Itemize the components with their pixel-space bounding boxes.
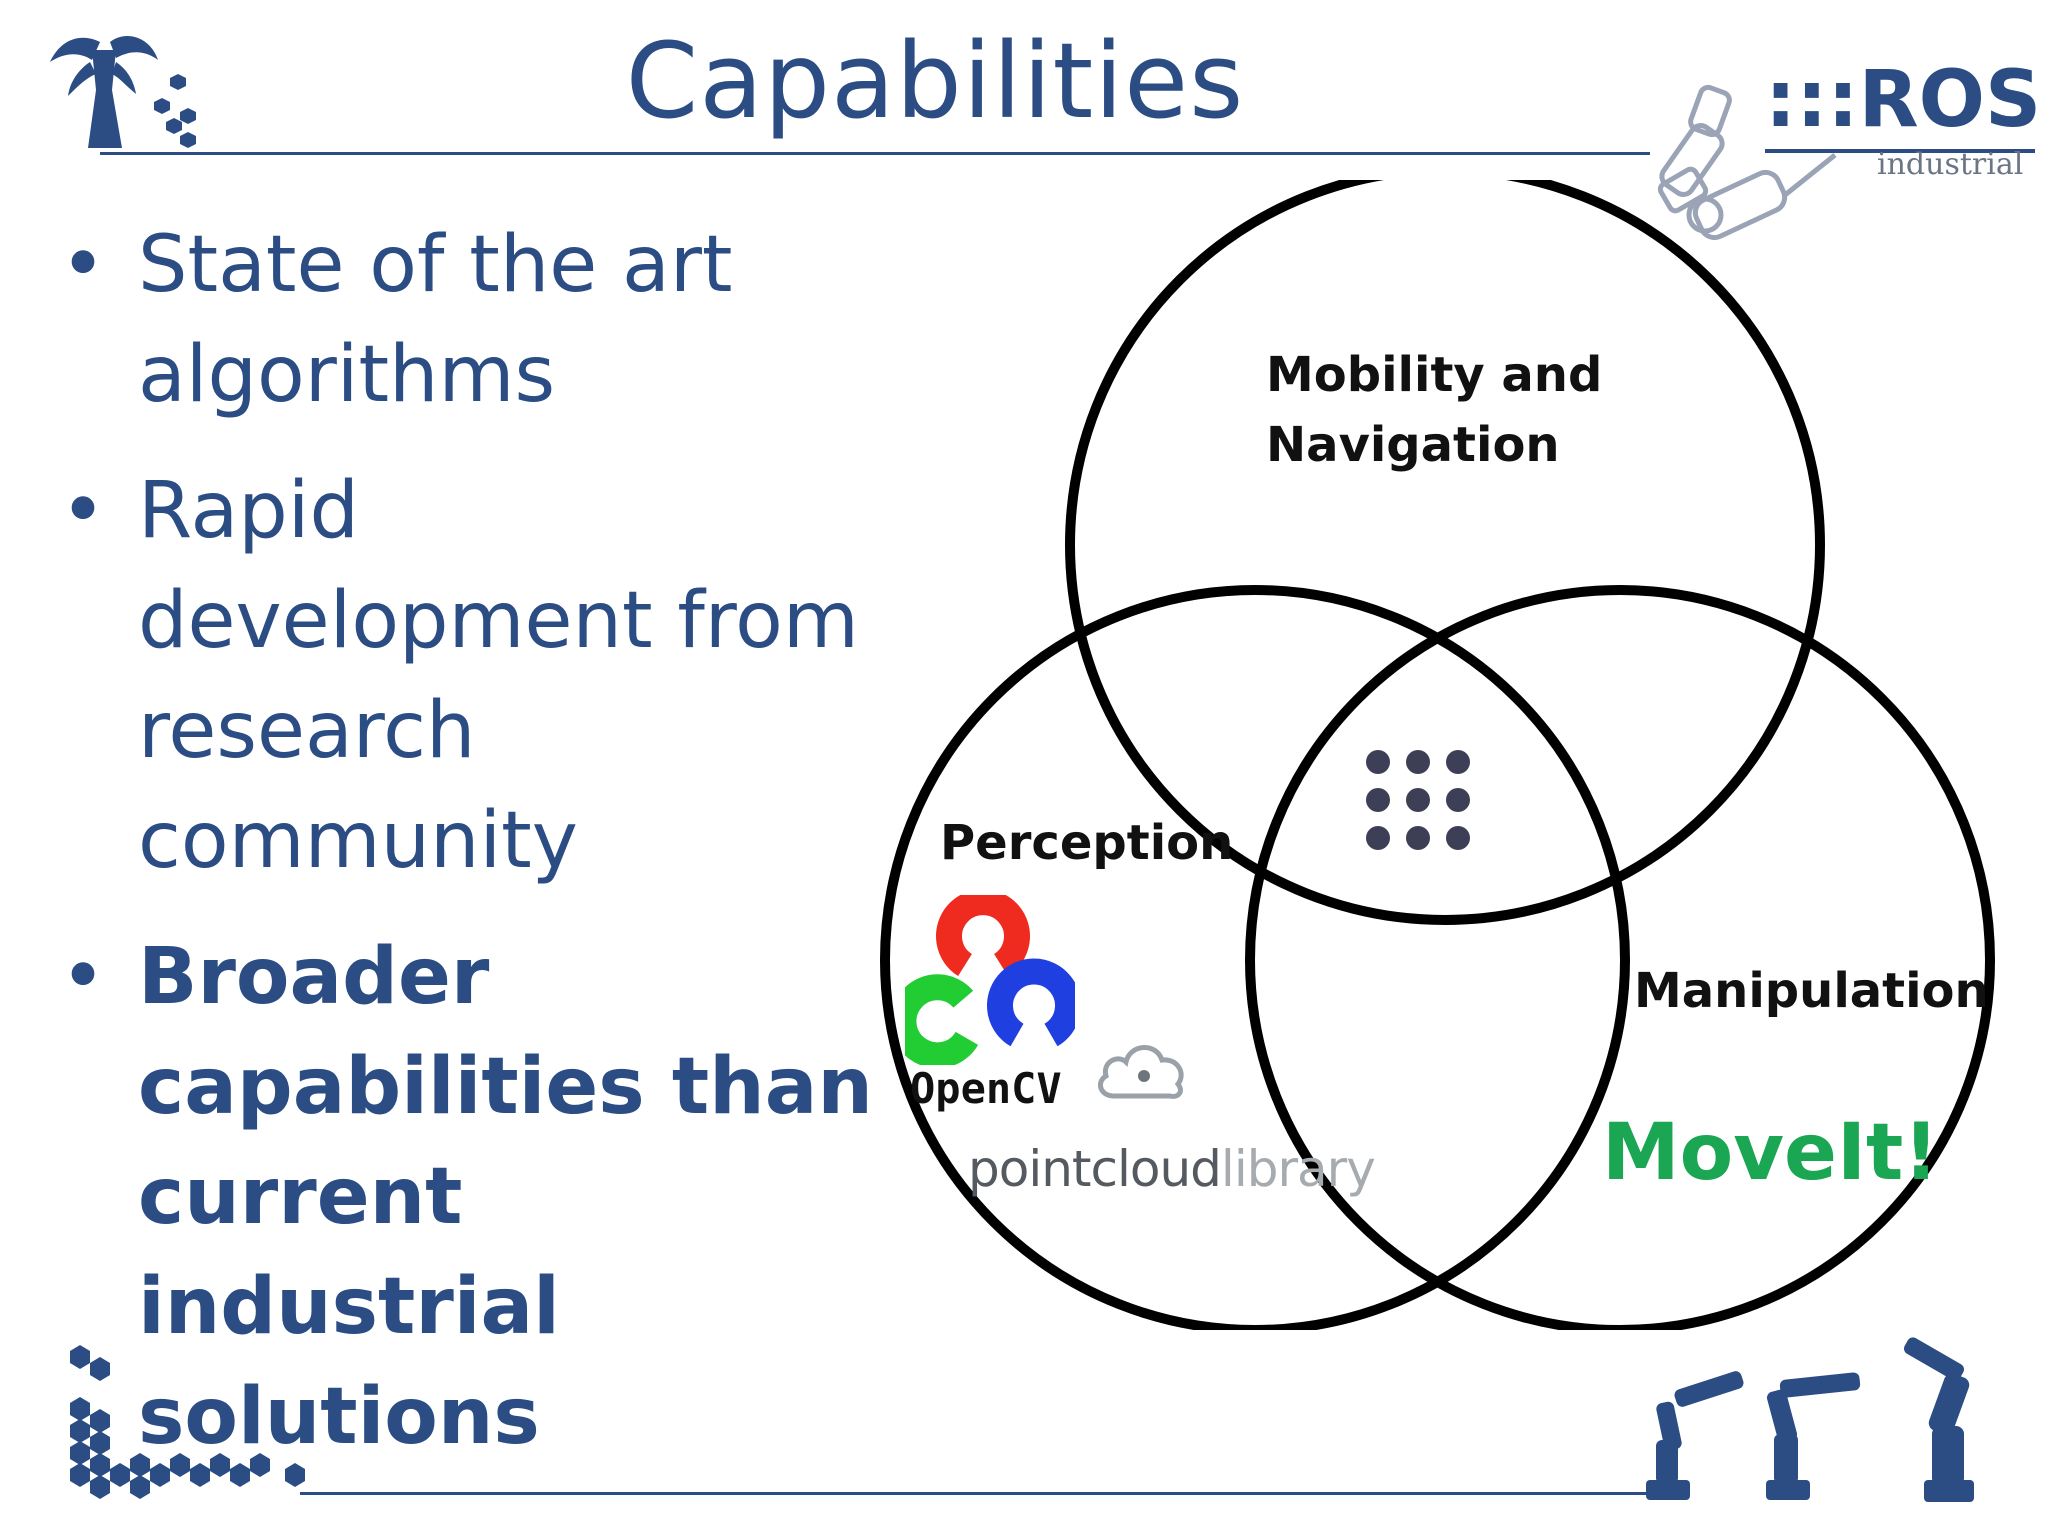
perception-circle [880,585,1630,1330]
ros-underline [1765,149,2035,153]
ros-industrial-logo: :::ROS industrial [1645,55,2041,255]
header-divider [100,152,1650,155]
bullet-dot-icon: • [60,932,107,1022]
mobility-label: Mobility and Navigation [1266,340,1602,480]
pcl-dark-text: pointcloud [968,1140,1222,1198]
manipulation-circle [1245,585,1995,1330]
bullet-text: Broader capabilities than current indust… [138,932,873,1462]
bullet-item: • State of the art algorithms [60,210,880,430]
perception-label: Perception [940,815,1234,871]
mobility-label-line2: Navigation [1266,417,1560,473]
bullet-dot-icon: • [60,466,107,556]
pcl-light-text: library [1220,1140,1376,1198]
hex-cluster-icon [70,1345,305,1499]
bullet-text: Rapid development from research communit… [138,466,859,886]
moveit-logo: MoveIt! [1602,1108,1939,1198]
industrial-robots-icon [1646,1337,1974,1502]
bullet-item: • Rapid development from research communi… [60,456,880,896]
opencv-label: OpenCV [910,1064,1062,1113]
mobility-label-line1: Mobility and [1266,347,1603,403]
manipulation-label: Manipulation [1634,963,1989,1019]
bullet-text: State of the art algorithms [138,220,733,420]
bullet-item: • Broader capabilities than current indus… [60,922,880,1472]
opencv-logo-icon [905,895,1075,1065]
ros-dots-icon [1366,750,1470,850]
palm-logo-icon [50,36,196,148]
slide-title: Capabilities [625,20,1245,142]
bullet-dot-icon: • [60,220,107,310]
footer-divider [300,1492,1650,1495]
mobility-circle [1065,180,1825,925]
robot-arm-icon [1657,84,1837,241]
ros-brand-text: :::ROS [1765,55,2042,145]
cloud-icon [1097,1045,1184,1099]
ros-subtitle: industrial [1877,147,2024,182]
pcl-logo: pointcloudlibrary [968,1140,1376,1198]
venn-diagram [880,180,1995,1330]
bullet-list: • State of the art algorithms • Rapid deve… [60,210,880,1492]
